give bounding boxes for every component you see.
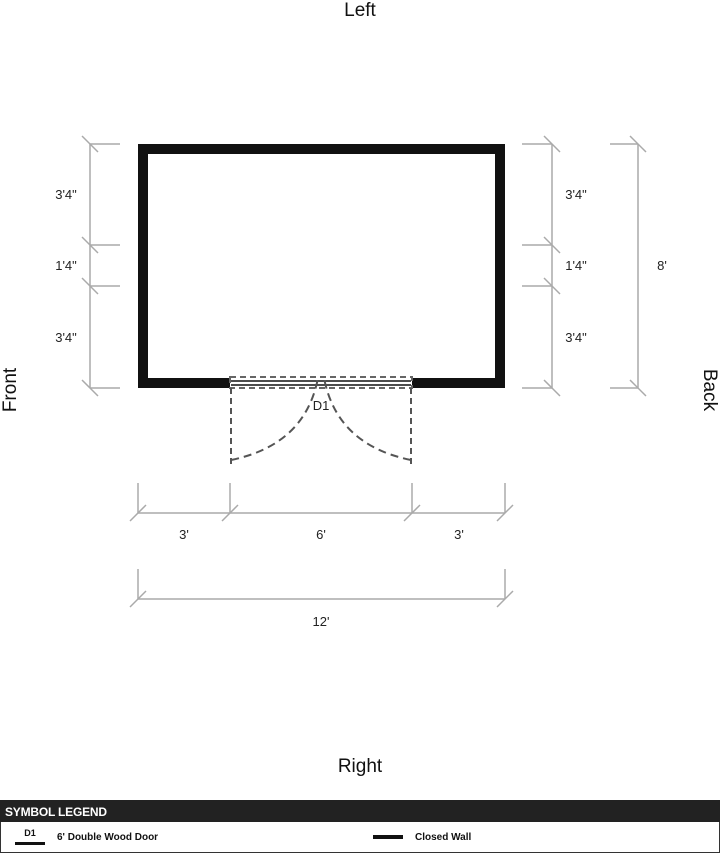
dim-front-2: 1'4" [55, 258, 77, 273]
wall-right-right-part [412, 378, 505, 388]
dim-back-2: 1'4" [565, 258, 587, 273]
walls [138, 144, 505, 388]
side-label-right: Right [337, 756, 383, 777]
dim-right-1: 3' [179, 527, 189, 542]
wall-right-left-part [138, 378, 230, 388]
wall-front [138, 144, 148, 388]
symbol-legend: SYMBOL LEGEND D1 6' Double Wood Door Clo… [0, 800, 720, 855]
door-symbol-bar [15, 842, 45, 845]
dim-front-3: 3'4" [55, 330, 77, 345]
dim-back-1: 3'4" [565, 187, 587, 202]
legend-body: D1 6' Double Wood Door Closed Wall [0, 822, 720, 853]
dimension-back-side: 3'4" 1'4" 3'4" 8' [522, 135, 667, 397]
door-tag: D1 [313, 398, 330, 413]
legend-door-label: 6' Double Wood Door [57, 832, 159, 843]
dim-back-total: 8' [657, 258, 667, 273]
door-d1[interactable]: D1 [229, 376, 413, 466]
door-swing-right [323, 377, 412, 461]
side-label-left: Left [344, 0, 376, 21]
dimension-right-side-total: 12' [129, 569, 514, 629]
door-symbol-icon: D1 [15, 827, 45, 847]
dim-right-3: 3' [454, 527, 464, 542]
dimension-front-side: 3'4" 1'4" 3'4" [55, 135, 120, 397]
wall-back [495, 144, 505, 388]
legend-wall-label: Closed Wall [415, 832, 472, 843]
legend-title: SYMBOL LEGEND [0, 800, 720, 822]
door-symbol-tag: D1 [24, 828, 36, 838]
dimension-right-side-segments: 3' 6' 3' [129, 483, 514, 542]
dim-back-3: 3'4" [565, 330, 587, 345]
wall-left [138, 144, 505, 154]
door-frame [229, 376, 413, 389]
dim-right-total: 12' [313, 614, 330, 629]
dim-front-1: 3'4" [55, 187, 77, 202]
closed-wall-icon [373, 835, 403, 839]
dim-right-2: 6' [316, 527, 326, 542]
floor-plan: D1 3'4" 1'4" 3'4" 3'4" 1'4" 3'4" 8' [55, 135, 667, 629]
door-swing-left [230, 377, 319, 461]
